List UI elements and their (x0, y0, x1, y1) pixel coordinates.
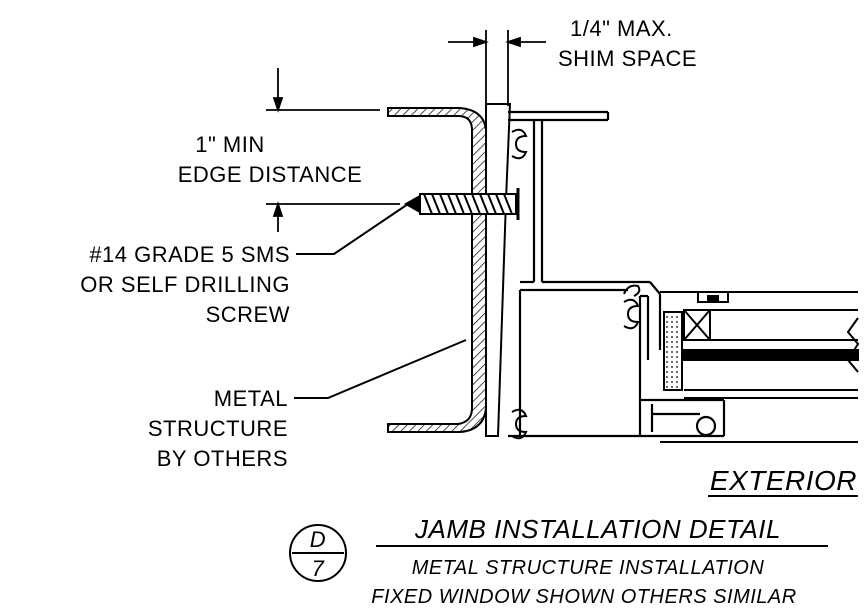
window-frame-extrusion (508, 110, 726, 438)
dimension-lines (266, 30, 546, 232)
shim (485, 103, 512, 437)
screw (403, 188, 520, 220)
exterior-label: EXTERIOR (710, 465, 857, 496)
detail-note: FIXED WINDOW SHOWN OTHERS SIMILAR (371, 586, 796, 608)
screw-label-line2: OR SELF DRILLING (80, 272, 290, 297)
leader-lines (294, 203, 467, 399)
screw-label-line3: SCREW (206, 302, 290, 327)
metal-structure-label-line2: STRUCTURE (148, 416, 288, 441)
weatherstrip-glyphs (511, 128, 641, 440)
detail-callout: D 7 (289, 524, 347, 582)
metal-structure-channel (387, 107, 487, 433)
setting-block (695, 415, 717, 437)
metal-structure-label-line1: METAL (214, 386, 288, 411)
screw-label-line1: #14 GRADE 5 SMS (89, 242, 290, 267)
sheet-number: 7 (312, 556, 325, 581)
detail-letter: D (310, 527, 326, 552)
detail-subtitle: METAL STRUCTURE INSTALLATION (412, 557, 765, 579)
shim-space-label-line2: SHIM SPACE (558, 46, 697, 71)
edge-distance-label-line2: EDGE DISTANCE (178, 162, 363, 187)
glazing-unit (660, 291, 860, 443)
edge-distance-label-line1: 1" MIN (195, 132, 264, 157)
detail-title: JAMB INSTALLATION DETAIL (414, 514, 781, 544)
shim-space-label-line1: 1/4" MAX. (570, 16, 673, 41)
metal-structure-label-line3: BY OTHERS (157, 446, 288, 471)
